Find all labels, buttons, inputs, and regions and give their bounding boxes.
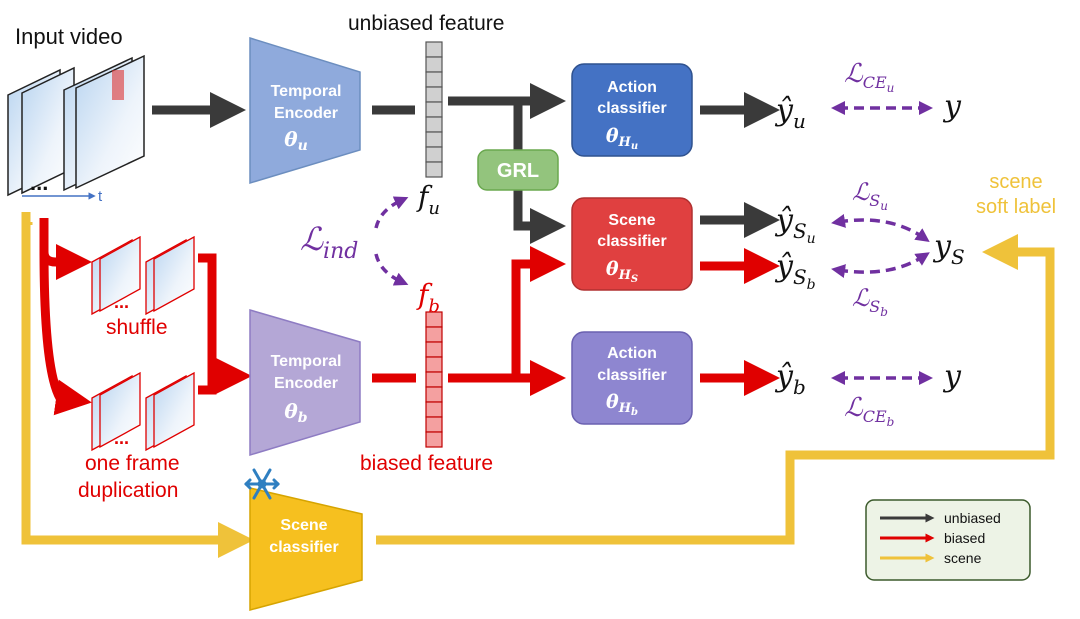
svg-text:...: ... [114,292,129,312]
feature-cell-unbiased [425,161,443,178]
y-top: y [942,89,962,124]
snowflake-icon [244,468,280,500]
yhat-u: ŷu [774,93,806,133]
svg-text:Action: Action [607,345,657,362]
input-video-frames: ... [7,54,145,197]
time-axis-label: t [98,188,103,205]
input-video-label: Input video [15,24,123,49]
scene-classifier-head: Scene classifier θHS [571,197,693,291]
feature-cell-biased [425,356,443,373]
L-s-u-arrow [831,214,930,243]
temporal-encoder-b: Temporal Encoder θb [249,309,361,457]
unbiased-feature-vector [425,41,443,178]
svg-text:classifier: classifier [597,367,666,384]
yhat-s-u: ŷSu [774,203,816,247]
yhat-s-b: ŷSb [774,249,816,293]
svg-text:θb: θb [284,399,307,426]
f-u-symbol: fu [416,180,440,219]
svg-text:Temporal: Temporal [271,353,342,370]
feature-cell-unbiased [425,56,443,73]
grl-block: GRL [477,149,559,191]
L-s-b: ℒSb [852,284,888,319]
arrow-scene-soft-label [376,234,1055,545]
svg-text:θHb: θHb [606,391,638,418]
feature-cell-unbiased [425,131,443,148]
action-classifier-u: Action classifier θHu [571,63,693,157]
L-s-u: ℒSu [852,178,888,213]
scene-soft-label-2: soft label [976,196,1056,218]
duplicated-frames: ... [91,371,195,452]
feature-cell-biased [425,386,443,403]
legend-label-biased: biased [944,530,985,546]
y-bottom: y [942,359,962,394]
biased-feature-vector [425,311,443,448]
svg-text:Encoder: Encoder [274,375,338,392]
svg-text:classifier: classifier [597,100,666,117]
feature-cell-biased [425,431,443,448]
shuffled-frames: ... [91,235,195,316]
L-s-b-arrow [831,252,930,278]
arrow-input-to-duplication [39,249,92,416]
frozen-scene-classifier: Scene classifier [249,487,363,611]
feature-cell-unbiased [425,71,443,88]
L-ind-arrow-down [374,253,409,286]
feature-cell-biased [425,416,443,433]
svg-text:...: ... [114,428,129,448]
svg-text:θHS: θHS [606,258,638,285]
legend-label-scene: scene [944,550,982,566]
unbiased-feature-label: unbiased feature [348,12,504,35]
f-b-symbol: fb [416,278,440,317]
arrow-feature-b-to-scene-cls [511,246,566,378]
svg-text:classifier: classifier [597,233,666,250]
frames-ellipsis: ... [30,170,48,195]
y-s: yS [932,229,965,269]
feature-cell-unbiased [425,116,443,133]
scene-soft-label-1: scene [989,171,1042,193]
yhat-b: ŷb [774,359,806,399]
temporal-encoder-u: Temporal Encoder θu [249,36,361,185]
feature-cell-biased [425,401,443,418]
svg-text:classifier: classifier [269,539,338,556]
shuffle-label: shuffle [106,316,168,339]
one-frame-label-1: one frame [85,452,180,475]
svg-text:θu: θu [284,127,308,154]
bracket-biased-inputs [198,253,217,395]
feature-cell-unbiased [425,41,443,58]
feature-cell-unbiased [425,86,443,103]
svg-text:Temporal: Temporal [271,83,342,100]
L-ind-arrow-up [374,196,409,229]
arrow-input-to-frozen-scene [21,212,254,558]
feature-cell-biased [425,341,443,358]
svg-text:Action: Action [607,79,657,96]
legend: unbiased biased scene [865,499,1031,581]
L-ind-symbol: ℒind [300,220,358,264]
feature-cell-biased [425,371,443,388]
arrow-feature-u-to-scene-cls [513,101,566,244]
one-frame-label-2: duplication [78,479,178,502]
biased-feature-label: biased feature [360,452,493,475]
svg-text:Scene: Scene [280,517,327,534]
feature-cell-biased [425,326,443,343]
feature-cell-unbiased [425,101,443,118]
feature-cell-unbiased [425,146,443,163]
L-ce-b: ℒCEb [844,393,894,429]
svg-text:GRL: GRL [497,160,539,182]
svg-text:Encoder: Encoder [274,105,338,122]
L-ce-u: ℒCEu [844,59,894,95]
svg-text:Scene: Scene [608,212,655,229]
action-classifier-b: Action classifier θHb [571,331,693,425]
svg-text:θHu: θHu [606,125,638,152]
legend-label-unbiased: unbiased [944,510,1001,526]
